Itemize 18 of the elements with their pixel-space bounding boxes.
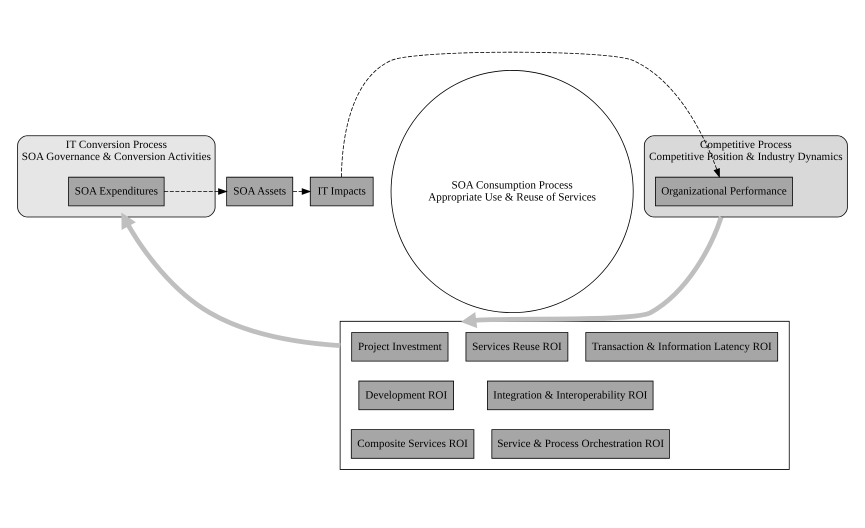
node-box: Composite Services ROI [350,429,474,459]
node-box: Service & Process Orchestration ROI [491,429,670,459]
node-box: Development ROI [358,380,454,410]
arrow [460,216,724,328]
arrow [341,52,720,178]
node-box: SOA Expenditures [68,176,165,206]
node-box: IT Impacts [310,176,374,206]
arrow [164,188,228,195]
node-box: SOA Assets [226,176,294,206]
node-circle: SOA Consumption Process Appropriate Use & Reuse of Services [390,70,634,313]
node-box: Project Investment [351,332,448,362]
node-box: Organizational Performance [655,176,793,206]
arrow [292,188,312,195]
node-box: Integration & Interoperability ROI [487,380,654,410]
cluster [340,320,790,470]
node-box: Transaction & Information Latency ROI [585,332,778,362]
arrow [121,212,340,348]
node-box: Services Reuse ROI [466,332,568,362]
